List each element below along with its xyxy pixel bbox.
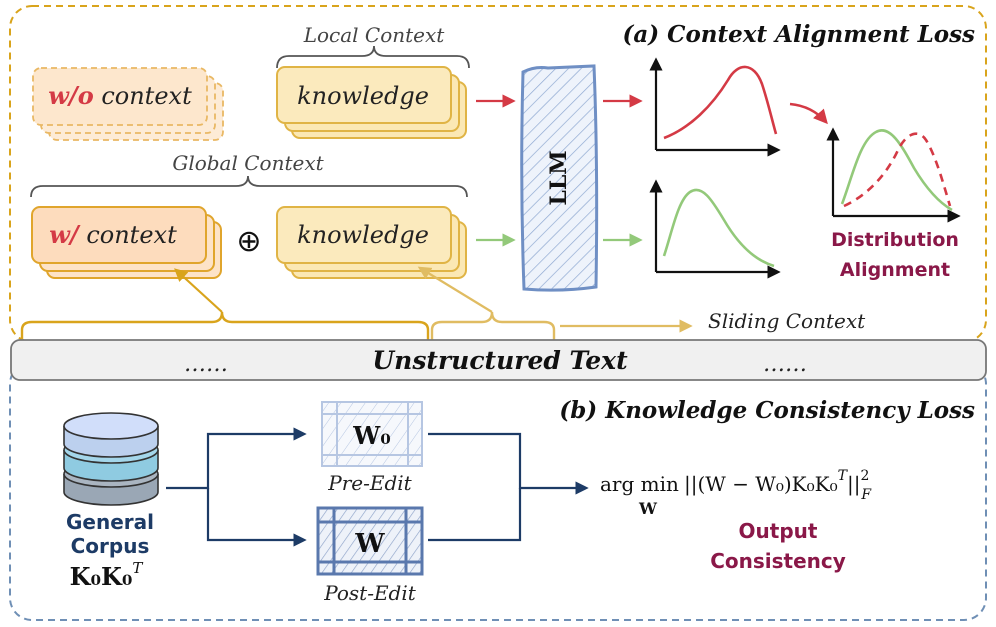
distribution-alignment-line1: Distribution — [831, 229, 959, 251]
section-b-title: (b) Knowledge Consistency Loss — [559, 397, 975, 424]
local-context-bracket — [430, 311, 556, 340]
local-context-label: Local Context — [303, 23, 446, 47]
corpus-line2: Corpus — [71, 534, 150, 558]
distribution-alignment-line2: Alignment — [840, 259, 950, 281]
global-context-brace — [30, 175, 468, 198]
svg-text:w/ context: w/ context — [49, 220, 177, 249]
knowledge-top-label: knowledge — [297, 82, 429, 110]
alignment-plot — [826, 127, 961, 223]
red-distribution-curve — [663, 65, 778, 140]
formula-end: || — [847, 472, 860, 497]
post-edit-matrix-label: W — [354, 529, 385, 559]
output-consistency-line2: Consistency — [710, 549, 846, 573]
wo-prefix: w/o — [48, 81, 93, 110]
post-edit-matrix: W — [316, 506, 424, 576]
pre-edit-matrix-label: W₀ — [352, 421, 390, 450]
oplus-icon: ⊕ — [236, 224, 261, 259]
pre-edit-matrix: W₀ — [321, 401, 423, 467]
corpus-math: K₀K₀ — [70, 562, 133, 591]
global-context-label: Global Context — [172, 151, 324, 175]
distribution-plot-bottom — [649, 179, 781, 279]
svg-text:||(W − W₀)K₀K₀T||2F: ||(W − W₀)K₀K₀T||2F — [684, 468, 872, 503]
wo-context-stack: w/o context — [32, 67, 224, 141]
distribution-plot-top — [649, 57, 781, 157]
w-context-stack: w/ context — [31, 206, 222, 279]
section-b-frame — [9, 361, 987, 621]
post-edit-label: Post-Edit — [323, 581, 417, 605]
sliding-context-label: Sliding Context — [708, 309, 866, 333]
arrow-corpus-to-post-edit — [206, 488, 307, 547]
formula-sub-f: F — [860, 487, 872, 503]
llm-label: LLM — [546, 150, 572, 205]
arrow-to-w-context — [174, 268, 223, 313]
green-distribution-curve — [662, 188, 775, 268]
global-context-bracket — [20, 311, 430, 340]
local-context-brace — [276, 45, 470, 69]
pre-edit-label: Pre-Edit — [327, 471, 412, 495]
text-bar-left-dots: …… — [184, 352, 228, 377]
svg-text:w/o context: w/o context — [48, 81, 192, 110]
output-consistency-line1: Output — [739, 519, 818, 543]
arrow-corpus-to-pre-edit — [166, 427, 307, 490]
section-a-title: (a) Context Alignment Loss — [622, 21, 975, 48]
formula-argmin-subscript: W — [638, 499, 658, 518]
text-bar-right-dots: …… — [763, 352, 807, 377]
formula-argmin: arg min — [600, 472, 679, 496]
svg-text:K₀K₀T: K₀K₀T — [70, 559, 144, 591]
arrow-pre-edit-to-formula — [428, 432, 589, 495]
knowledge-top-stack: knowledge — [276, 66, 467, 139]
w-suffix: context — [79, 221, 177, 249]
corpus-line1: General — [66, 510, 154, 534]
knowledge-bottom-stack: knowledge — [276, 206, 467, 279]
unstructured-text-bar: …… Unstructured Text …… — [10, 339, 987, 381]
corpus-sup: T — [132, 559, 143, 577]
formula-body: ||(W − W₀)K₀K₀ — [684, 472, 838, 497]
arrow-to-knowledge — [417, 266, 493, 313]
arrow-post-edit-to-formula — [428, 488, 522, 542]
arrow-to-alignment-plot — [789, 102, 828, 125]
text-bar-label: Unstructured Text — [372, 346, 628, 375]
formula-sup-2: 2 — [860, 468, 869, 484]
w-prefix: w/ — [49, 220, 81, 249]
llm-block: LLM — [520, 64, 599, 292]
database-icon — [63, 412, 159, 506]
wo-suffix: context — [94, 82, 192, 110]
knowledge-bottom-label: knowledge — [297, 221, 429, 249]
section-a-frame — [9, 5, 987, 343]
formula-sup-t: T — [838, 468, 849, 484]
